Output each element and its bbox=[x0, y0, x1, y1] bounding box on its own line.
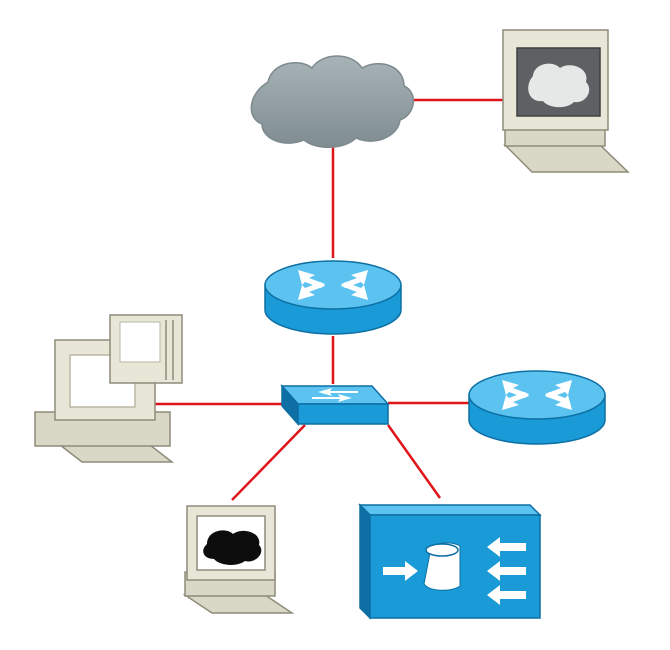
workstation-icon bbox=[502, 29, 630, 173]
workstation-icon bbox=[182, 505, 295, 614]
links bbox=[152, 98, 505, 501]
switch-icon bbox=[280, 384, 390, 426]
content-engine-icon bbox=[358, 503, 542, 620]
cloud-icon bbox=[250, 55, 414, 148]
router-icon bbox=[264, 260, 402, 335]
router-icon bbox=[468, 370, 606, 445]
file-server-icon bbox=[34, 314, 183, 463]
link-switch-content-engine bbox=[386, 424, 442, 499]
link-switch-workstation-bottom bbox=[231, 424, 306, 501]
